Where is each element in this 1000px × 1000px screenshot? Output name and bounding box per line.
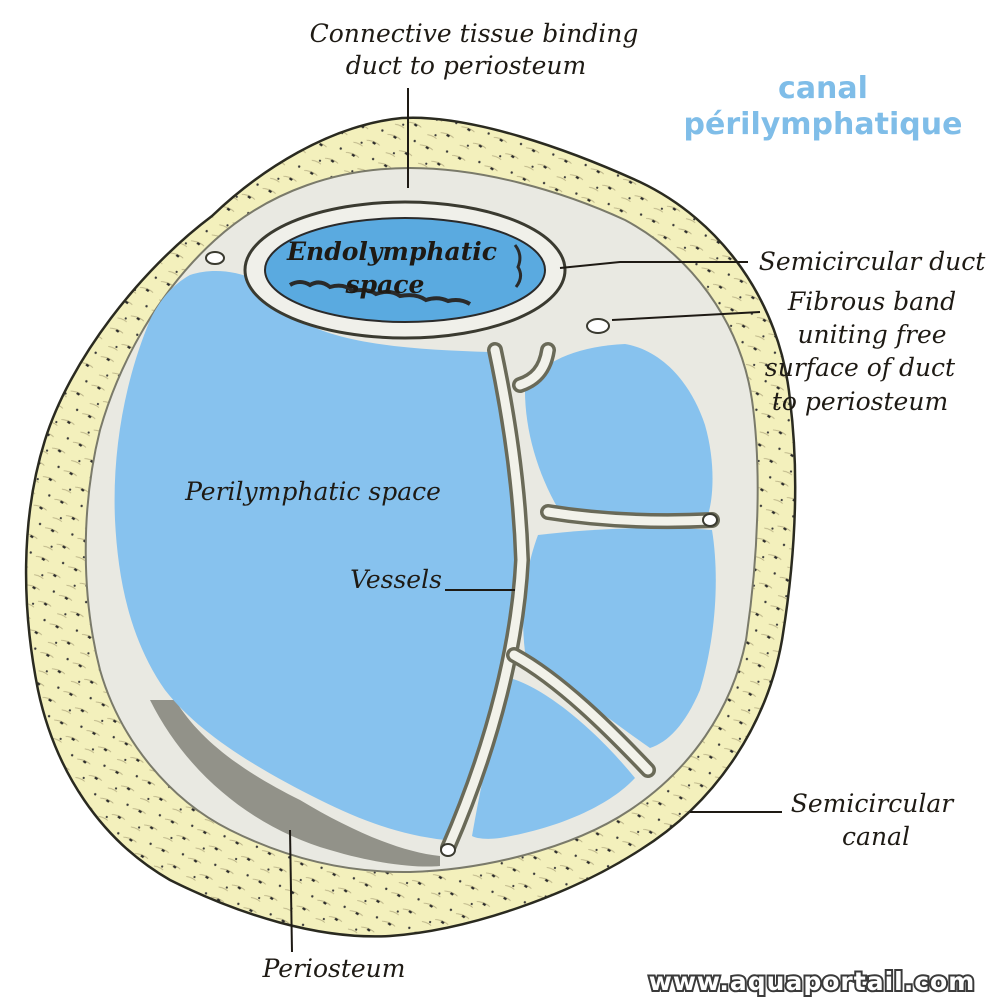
label-connective-tissue-2: duct to periosteum xyxy=(346,51,586,80)
label-periosteum: Periosteum xyxy=(262,954,406,983)
vessel-small-1 xyxy=(586,318,610,334)
leader-semicircular-duct xyxy=(559,261,748,269)
title-line-2: périlymphatique xyxy=(684,107,963,142)
vessel-small-3 xyxy=(440,843,456,857)
label-semicircular-canal-2: canal xyxy=(842,822,910,851)
label-semicircular-duct: Semicircular duct xyxy=(759,247,987,276)
label-fibrous-band-2: uniting free xyxy=(797,320,946,349)
label-fibrous-band-1: Fibrous band xyxy=(787,287,956,316)
title-line-1: canal xyxy=(778,71,868,106)
label-fibrous-band-3: surface of duct xyxy=(765,353,956,382)
leader-periosteum xyxy=(289,829,293,953)
perilymphatic-compartment-upper xyxy=(524,344,713,520)
endolymphatic-space xyxy=(264,217,546,323)
label-connective-tissue-1: Connective tissue binding xyxy=(310,19,639,48)
label-endolymphatic-1: Endolymphatic xyxy=(286,237,497,266)
watermark-url: www.aquaportail.com xyxy=(649,967,976,996)
periosteum-dark-band xyxy=(150,700,440,867)
label-fibrous-band-4: to periosteum xyxy=(772,387,948,416)
label-semicircular-canal-1: Semicircular xyxy=(791,789,956,818)
vessel-small-2 xyxy=(702,513,718,527)
perilymphatic-space xyxy=(114,271,520,840)
duct-epithelium xyxy=(288,280,472,306)
perilymphatic-compartment-middle xyxy=(523,527,716,748)
perilymphatic-compartment-lower xyxy=(472,678,635,839)
label-vessels: Vessels xyxy=(350,565,442,594)
label-perilymphatic-space: Perilymphatic space xyxy=(184,477,441,506)
leader-fibrous-band xyxy=(611,311,761,321)
label-endolymphatic-2: space xyxy=(345,270,425,299)
vessel-small-4 xyxy=(205,251,225,265)
duct-epithelium-2 xyxy=(513,244,523,288)
